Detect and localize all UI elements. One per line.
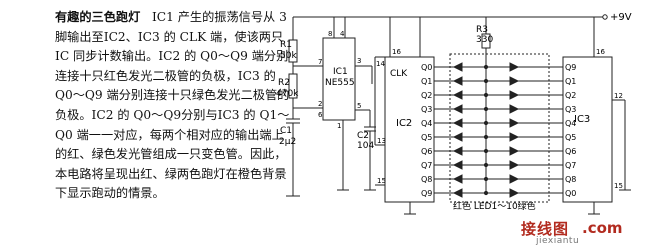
ic2-output-5: Q5 [421, 133, 432, 142]
article-text: 有趣的三色跑灯 IC1 产生的振荡信号从 3 脚输出至IC2、IC3 的 CLK… [55, 8, 295, 204]
supply-label: +9V [610, 12, 632, 23]
ic2-output-6: Q6 [421, 147, 432, 156]
ic3-pin-15: 15 [614, 182, 623, 190]
ic2-output-0: Q0 [421, 63, 432, 72]
article-paragraph: IC1 产生的振荡信号从 3 脚输出至IC2、IC3 的 CLK 端，使该两只 … [55, 10, 290, 201]
green-led-9 [509, 188, 520, 198]
red-led-9 [452, 188, 463, 198]
ic3-output-7: Q7 [565, 161, 576, 170]
c1-ref: C1 [280, 126, 292, 136]
ic1-chip [322, 37, 356, 121]
ic3-output-3: Q3 [565, 105, 576, 114]
green-led-0 [509, 62, 520, 72]
ic2-output-1: Q1 [421, 77, 432, 86]
r3-value: 330 [476, 35, 493, 45]
r2-value: 470k [276, 89, 299, 99]
ic1-pin-7: 7 [318, 58, 322, 66]
ic3-chip [562, 56, 613, 203]
ic2-pin-16: 16 [392, 48, 401, 56]
ic2-output-3: Q3 [421, 105, 432, 114]
watermark-dotcom: .com [582, 219, 623, 237]
ic3-output-2: Q2 [565, 91, 576, 100]
r1-ref: R1 [280, 40, 292, 50]
watermark-logo: 接线图 [521, 220, 570, 238]
red-led-8 [452, 174, 463, 184]
red-led-2 [452, 90, 463, 100]
ic1-pin-8: 8 [328, 30, 332, 38]
red-led-7 [452, 160, 463, 170]
watermark-url: jiexiantu [536, 236, 580, 246]
ic2-pin-13: 13 [377, 137, 386, 145]
green-led-6 [509, 146, 520, 156]
green-led-1 [509, 76, 520, 86]
green-led-8 [509, 174, 520, 184]
c1-value: 2μ2 [279, 137, 296, 147]
ic3-output-4: Q4 [565, 119, 576, 128]
ic2-pin-15: 15 [377, 177, 386, 185]
ic1-pin-5: 5 [357, 102, 361, 110]
green-led-4 [509, 118, 520, 128]
ic2-output-2: Q2 [421, 91, 432, 100]
green-led-2 [509, 90, 520, 100]
ic2-output-9: Q9 [421, 189, 432, 198]
ic1-part: NE555 [325, 78, 355, 88]
ic2-output-8: Q8 [421, 175, 432, 184]
green-led-5 [509, 132, 520, 142]
ic3-output-0: Q9 [565, 63, 576, 72]
red-led-3 [452, 104, 463, 114]
ic1-pin-6: 6 [318, 111, 323, 119]
row-node-9 [483, 190, 489, 196]
ic2-pin-14: 14 [376, 60, 385, 68]
supply-terminal [602, 14, 608, 20]
ic1-ref: IC1 [333, 67, 348, 77]
c2-ref: C2 [357, 131, 369, 141]
r2-ref: R2 [278, 78, 290, 88]
ic3-ref: IC3 [574, 114, 590, 125]
ic3-pin-16: 16 [596, 48, 605, 56]
ic1-pin-1: 1 [337, 122, 341, 130]
ic3-output-5: Q5 [565, 133, 576, 142]
ic3-output-6: Q6 [565, 147, 576, 156]
red-led-6 [452, 146, 463, 156]
red-led-0 [452, 62, 463, 72]
led-array-box [449, 53, 550, 203]
ic2-output-7: Q7 [421, 161, 432, 170]
ic1-pin-4: 4 [340, 30, 345, 38]
red-led-1 [452, 76, 463, 86]
green-led-3 [509, 104, 520, 114]
green-led-7 [509, 160, 520, 170]
ic3-pin-12: 12 [614, 92, 623, 100]
ic2-clk-label: CLK [390, 69, 408, 79]
red-led-4 [452, 118, 463, 128]
ic3-output-1: Q1 [565, 77, 576, 86]
red-led-5 [452, 132, 463, 142]
ic1-pin-3: 3 [357, 57, 361, 65]
led-label: 红色 LED1～10绿色 [453, 200, 536, 212]
c2-value: 104 [357, 141, 374, 151]
r3-ref: R3 [476, 25, 488, 35]
article-title: 有趣的三色跑灯 [55, 10, 141, 24]
ic3-output-9: Q0 [565, 189, 576, 198]
ic2-output-4: Q4 [421, 119, 432, 128]
ic1-pin-2: 2 [318, 100, 322, 108]
ic2-ref: IC2 [396, 118, 412, 129]
ic3-output-8: Q8 [565, 175, 576, 184]
r1-value: 50k [280, 51, 297, 61]
